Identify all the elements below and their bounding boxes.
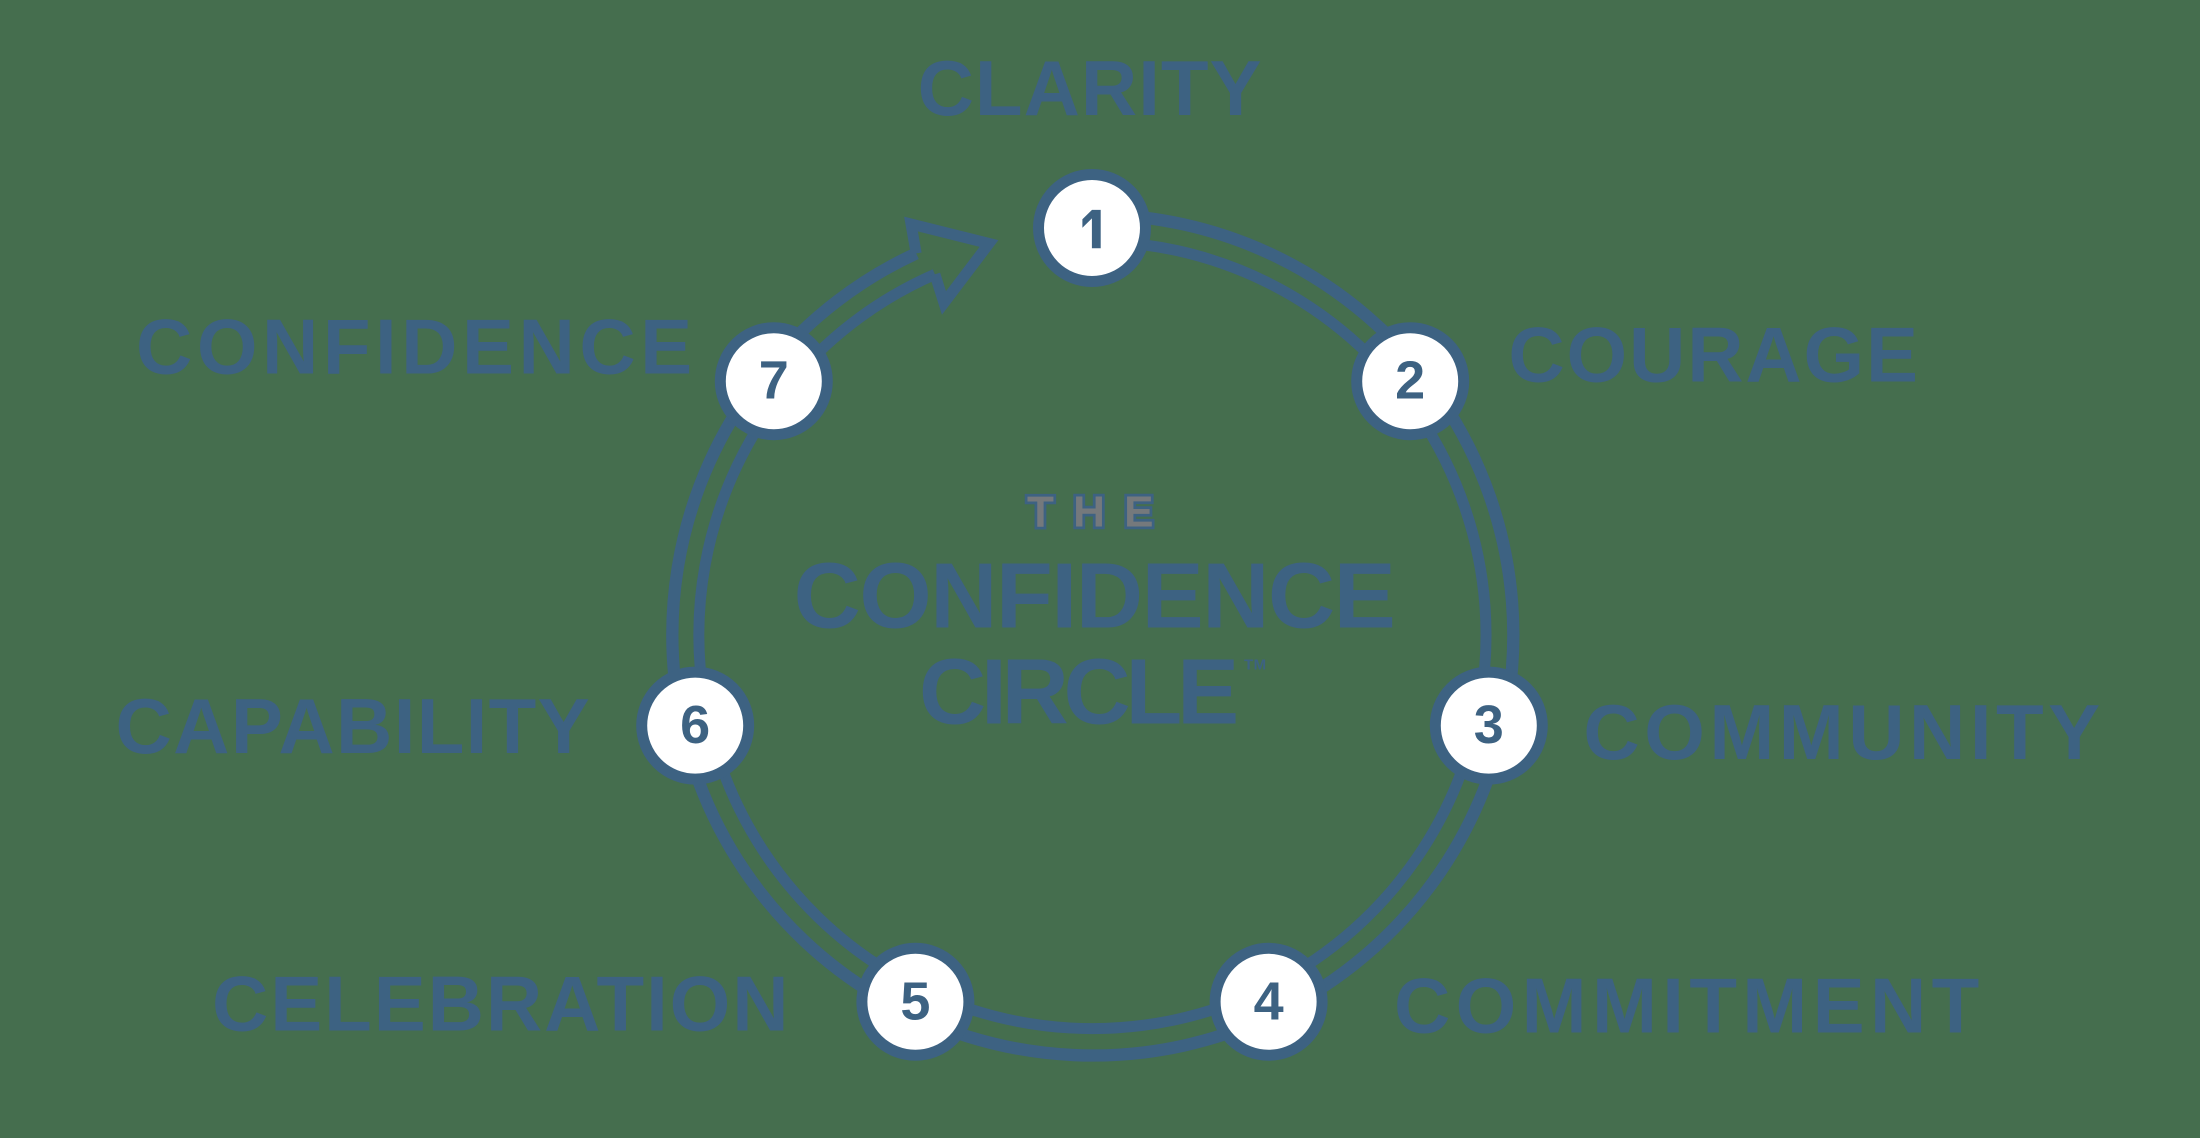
svg-text:CELEBRATION: CELEBRATION xyxy=(212,960,790,1048)
svg-text:CLARITY: CLARITY xyxy=(918,44,1263,132)
svg-text:2: 2 xyxy=(1395,351,1425,411)
svg-text:CONFIDENCE: CONFIDENCE xyxy=(136,303,697,391)
svg-text:CONFIDENCE: CONFIDENCE xyxy=(794,544,1395,648)
svg-text:CAPABILITY: CAPABILITY xyxy=(116,682,592,770)
svg-text:5: 5 xyxy=(900,971,930,1031)
svg-text:6: 6 xyxy=(680,695,710,755)
svg-text:3: 3 xyxy=(1474,695,1504,755)
svg-text:CIRCLE: CIRCLE xyxy=(919,640,1236,744)
svg-text:4: 4 xyxy=(1254,971,1284,1031)
svg-text:COMMITMENT: COMMITMENT xyxy=(1394,961,1985,1049)
svg-text:THE: THE xyxy=(1027,488,1173,537)
svg-text:COURAGE: COURAGE xyxy=(1508,311,1920,399)
svg-text:COMMUNITY: COMMUNITY xyxy=(1583,688,2104,776)
svg-text:TM: TM xyxy=(1244,657,1267,674)
svg-text:7: 7 xyxy=(759,351,789,411)
